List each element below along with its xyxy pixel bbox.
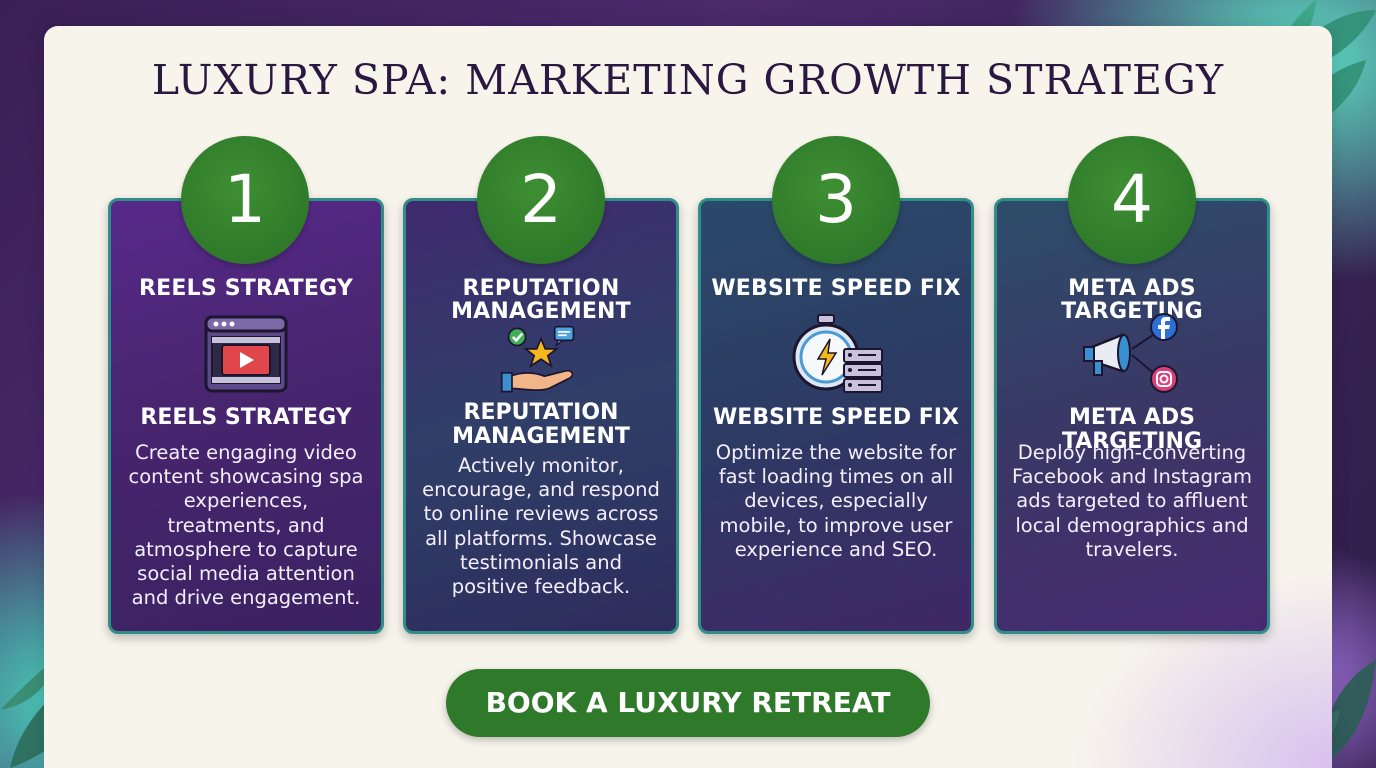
card-subheading: REELS STRATEGY [140, 405, 352, 430]
step-number-badge: 1 [181, 136, 309, 264]
card-description: Create engaging video content showcasing… [128, 441, 364, 610]
strategy-card-meta-ads: META ADS TARGETING META ADS TARGETING De… [994, 198, 1270, 634]
card-heading: META ADS TARGETING [1061, 276, 1203, 324]
video-player-icon [204, 315, 288, 393]
strategy-card-reputation: REPUTATION MANAGEMENT REPUTATION MANAGEM… [403, 198, 679, 634]
card-heading: WEBSITE SPEED FIX [711, 276, 961, 301]
strategy-card-reels: REELS STRATEGY REELS STRATEGY Create eng… [108, 198, 384, 634]
card-heading: REELS STRATEGY [139, 276, 353, 301]
strategy-card-website-speed: WEBSITE SPEED FIX WEBSITE SPEED FIX Opti… [698, 198, 974, 634]
card-subheading: META ADS TARGETING [1061, 405, 1202, 454]
hand-star-review-icon [500, 325, 575, 393]
step-number-badge: 4 [1068, 136, 1196, 264]
card-heading: REPUTATION MANAGEMENT [451, 276, 631, 324]
megaphone-social-icon [1083, 313, 1178, 393]
page-title: LUXURY SPA: MARKETING GROWTH STRATEGY [151, 56, 1225, 104]
card-subheading: WEBSITE SPEED FIX [713, 405, 959, 430]
step-number-badge: 3 [772, 136, 900, 264]
card-description: Actively monitor, encourage, and respond… [422, 454, 660, 599]
stopwatch-server-icon [792, 314, 883, 393]
card-description: Deploy high-converting Facebook and Inst… [1012, 441, 1252, 561]
step-number-badge: 2 [477, 136, 605, 264]
book-retreat-button[interactable]: BOOK A LUXURY RETREAT [446, 669, 930, 737]
card-description: Optimize the website for fast loading ti… [715, 441, 957, 561]
card-subheading: REPUTATION MANAGEMENT [452, 400, 630, 449]
